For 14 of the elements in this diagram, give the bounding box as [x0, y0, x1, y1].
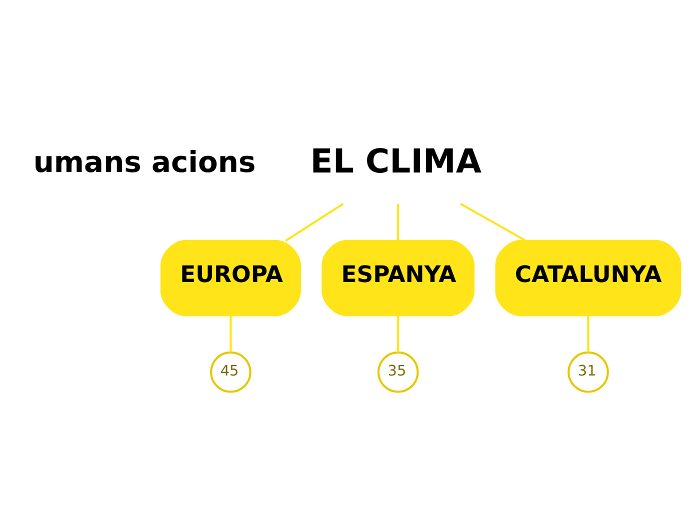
connector	[397, 315, 400, 352]
connector	[397, 203, 400, 240]
label: umans acions	[33, 144, 256, 179]
node-box: ESPANYA	[322, 239, 475, 316]
connector	[587, 315, 590, 352]
connector	[230, 315, 232, 352]
node-box: CATALUNYA	[495, 239, 682, 316]
node-text: EL CLIMA	[310, 140, 482, 180]
node-box: EUROPA	[160, 239, 301, 316]
node-circle: 45	[210, 350, 252, 392]
node-circle: 35	[377, 350, 419, 392]
connector	[460, 202, 526, 242]
connector	[285, 202, 344, 242]
node-circle: 31	[568, 350, 609, 392]
